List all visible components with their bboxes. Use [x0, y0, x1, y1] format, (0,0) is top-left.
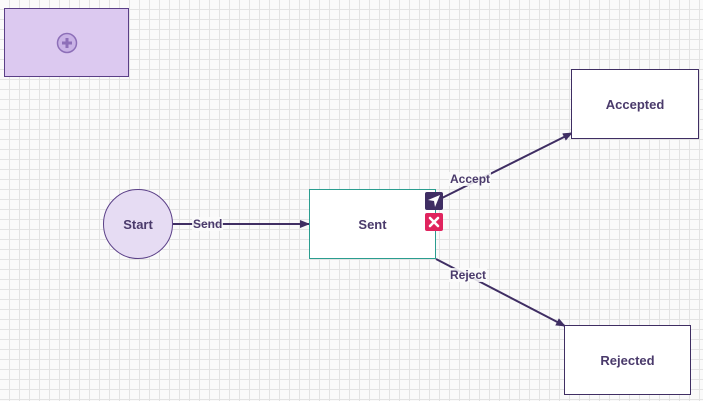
node-sent-label: Sent — [358, 216, 387, 232]
close-icon — [428, 216, 440, 228]
node-rejected-label: Rejected — [600, 352, 655, 368]
navigation-arrow-icon — [428, 195, 440, 207]
node-start-label: Start — [123, 216, 153, 232]
node-start[interactable]: Start — [103, 189, 173, 259]
add-node-palette[interactable] — [4, 8, 129, 77]
plus-circle-icon[interactable] — [56, 32, 78, 54]
edge-label-send[interactable]: Send — [192, 217, 224, 231]
edge-label-reject[interactable]: Reject — [449, 268, 488, 282]
delete-node-button[interactable] — [425, 213, 443, 231]
edge-accept[interactable] — [435, 132, 573, 202]
node-accepted[interactable]: Accepted — [571, 69, 699, 139]
node-sent[interactable]: Sent — [309, 189, 436, 259]
node-rejected[interactable]: Rejected — [564, 325, 691, 395]
node-accepted-label: Accepted — [605, 96, 665, 112]
link-edge-button[interactable] — [425, 192, 443, 210]
edge-label-accept[interactable]: Accept — [449, 172, 492, 186]
